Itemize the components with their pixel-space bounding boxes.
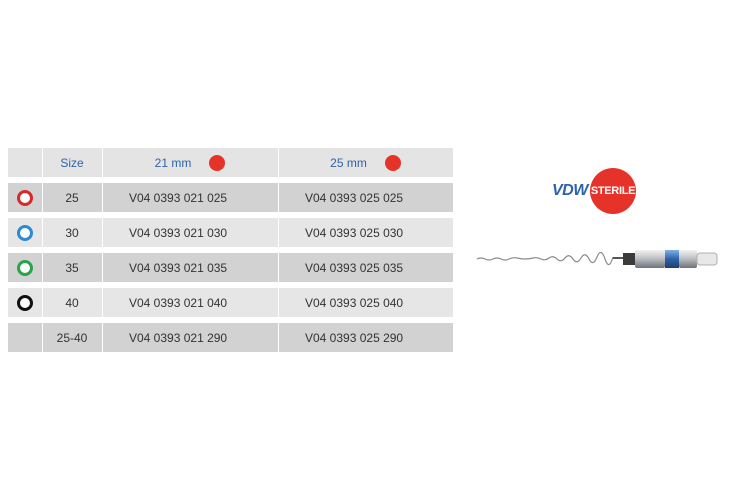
- size-cell: 30: [65, 225, 79, 240]
- code-21-cell: V04 0393 021 025: [129, 190, 228, 205]
- header-21mm-label: 21 mm: [154, 155, 192, 170]
- table-row: 30 V04 0393 021 030 V04 0393 025 030: [8, 218, 453, 247]
- ring-cell: [8, 253, 42, 282]
- file-blade: [476, 251, 614, 266]
- ring-icon: [17, 259, 33, 276]
- size-cell: 40: [65, 295, 79, 310]
- header-21mm: 21 mm: [102, 148, 278, 177]
- ring-cell: [8, 323, 42, 352]
- red-dot-icon: [209, 154, 226, 171]
- sterile-badge-text: STERILE: [590, 185, 636, 197]
- table-row: 40 V04 0393 021 040 V04 0393 025 040: [8, 288, 453, 317]
- ring-cell: [8, 183, 42, 212]
- size-cell: 25: [65, 190, 79, 205]
- header-25mm: 25 mm: [278, 148, 453, 177]
- table-row: 35 V04 0393 021 035 V04 0393 025 035: [8, 253, 453, 282]
- red-dot-icon: [384, 154, 401, 171]
- sterile-badge: STERILE: [590, 168, 636, 214]
- table-header-row: Size 21 mm 25 mm: [8, 148, 453, 177]
- size-cell: 25-40: [56, 330, 88, 345]
- code-25-cell: V04 0393 025 025: [305, 190, 404, 205]
- code-25-cell: V04 0393 025 035: [305, 260, 404, 275]
- ring-icon: [17, 224, 33, 241]
- vdw-brand-text: VDW: [552, 182, 588, 199]
- ring-icon: [17, 294, 33, 311]
- vdw-sterile-logo: VDW STERILE: [552, 168, 642, 214]
- code-21-cell: V04 0393 021 040: [129, 295, 228, 310]
- header-size: Size: [60, 155, 84, 170]
- ring-icon: [17, 189, 33, 206]
- code-21-cell: V04 0393 021 030: [129, 225, 228, 240]
- code-21-cell: V04 0393 021 290: [129, 330, 228, 345]
- code-25-cell: V04 0393 025 040: [305, 295, 404, 310]
- table-row: 25-40 V04 0393 021 290 V04 0393 025 290: [8, 323, 453, 352]
- code-25-cell: V04 0393 025 030: [305, 225, 404, 240]
- ring-cell: [8, 218, 42, 247]
- endodontic-file-image: [476, 250, 718, 268]
- header-icon-cell: [8, 148, 42, 177]
- code-25-cell: V04 0393 025 290: [305, 330, 404, 345]
- table-row: 25 V04 0393 021 025 V04 0393 025 025: [8, 183, 453, 212]
- code-21-cell: V04 0393 021 035: [129, 260, 228, 275]
- ring-cell: [8, 288, 42, 317]
- header-25mm-label: 25 mm: [330, 155, 367, 170]
- size-cell: 35: [65, 260, 79, 275]
